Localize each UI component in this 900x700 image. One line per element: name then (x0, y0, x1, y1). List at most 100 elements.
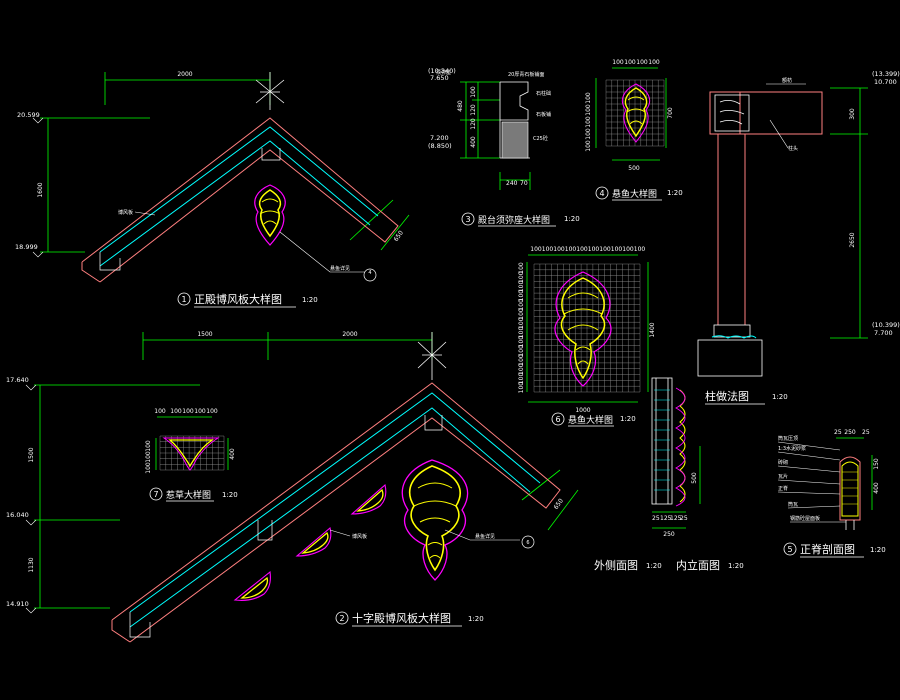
drawing-3-plinth-section: (10.340) 7.650 7.200 (8.850) 480 100 120… (428, 67, 580, 227)
drawing-number: 1 (181, 295, 186, 304)
leader-line (134, 211, 156, 216)
dim-top-1: 25 (834, 429, 842, 436)
dim-left-2: 1130 (28, 557, 35, 572)
dim-bottom-2: 70 (520, 180, 528, 187)
drawing-title: 悬鱼大样图 (612, 188, 657, 200)
dim: 100 (518, 382, 525, 394)
grid (533, 263, 641, 393)
dim: 100 (585, 140, 592, 152)
dim-right: 500 (691, 472, 698, 484)
note-column-base: 石柱础 (536, 90, 551, 97)
dim: 100 (648, 59, 660, 66)
elevation-marker (25, 607, 37, 614)
dim: 100 (518, 326, 525, 338)
dim: 100 (518, 336, 525, 348)
leader-line (769, 119, 789, 149)
grid-dims-top: 100 100 100 100 (612, 59, 660, 66)
note-board: 博风板 (118, 209, 133, 216)
drawing-number: 2 (339, 614, 344, 623)
dim-right-2: 400 (873, 482, 880, 494)
leader-line (329, 529, 351, 537)
elevation-views: 500 25 125 125 25 250 外侧面图 1:20 内立面图 1:2… (594, 377, 744, 572)
dim: 100 (576, 246, 588, 253)
dim-1: 480 (457, 100, 464, 112)
dim: 100 (145, 462, 152, 474)
dim-bottom: 500 (628, 165, 640, 172)
note-plinth: 须弥座 (436, 69, 451, 76)
dim-3: 120 (470, 104, 477, 116)
dim: 100 (585, 92, 592, 104)
bracket-ornament (295, 527, 332, 557)
drawing-2-cross-hall-barge-board: 1500 2000 1500 1130 650 17.640 16.040 14… (6, 331, 579, 643)
grass-ornament (162, 437, 220, 471)
dim-right: 400 (229, 448, 236, 460)
elevation-bottom-2: 7.700 (874, 329, 893, 337)
dim-right: 1400 (649, 322, 656, 337)
drawing-number-circle (335, 611, 349, 625)
dimension-lines (155, 416, 229, 470)
drawing-scale: 1:20 (564, 215, 580, 223)
column-capital (713, 94, 751, 338)
drawing-title: 十字殿博风板大样图 (352, 611, 451, 625)
note: 筒瓦压顶 (778, 435, 798, 442)
note: 筒瓦 (788, 501, 798, 508)
note-fish: 悬鱼详见 (330, 265, 350, 272)
drawing-number-circle (461, 212, 475, 226)
drawing-number: 7 (153, 490, 158, 499)
note-2: 柱头 (788, 145, 798, 152)
drawing-title: 悬鱼大样图 (568, 414, 613, 426)
dim: 100 (145, 440, 152, 452)
plinth-notes: 须弥座 20厚青石板铺面 石柱础 石板铺 C25砼 (436, 69, 551, 142)
elevation-marker (25, 519, 37, 526)
dim: 100 (194, 408, 206, 415)
dim: 100 (622, 246, 634, 253)
dim-bottom-3: 125 (670, 515, 682, 522)
inner-elevation-outline (675, 387, 686, 507)
dim: 100 (588, 246, 600, 253)
grid-dims-left: 1001001001001001001001001001001001001001… (518, 262, 525, 393)
ridge-profile (839, 456, 861, 530)
reference-circle (363, 268, 377, 282)
dim-2: 2650 (849, 232, 856, 247)
note: 正脊 (778, 485, 788, 492)
dim: 100 (585, 128, 592, 140)
elevation-bottom: 7.200 (430, 134, 449, 142)
outer-elevation-scale: 1:20 (646, 562, 662, 570)
hanging-fish-ornament (254, 184, 286, 246)
drawing-number: 3 (465, 215, 470, 224)
dim-1: 300 (849, 108, 856, 120)
dim: 100 (518, 317, 525, 329)
hatch-lines (654, 389, 670, 491)
dim-right-1: 150 (873, 458, 880, 470)
axis-symbol (255, 72, 285, 110)
drawing-scale: 1:20 (302, 296, 318, 304)
dim: 100 (182, 408, 194, 415)
drawing-title: 正殿博风板大样图 (194, 292, 282, 306)
elevation-3: 14.910 (6, 600, 29, 608)
leader-line (279, 231, 365, 273)
dim-top-2: 250 (844, 429, 856, 436)
grid-dims-top: 100 100 100 100 100 (154, 408, 218, 415)
dim: 100 (518, 299, 525, 311)
reference-circle (521, 535, 535, 549)
hanging-fish-ornament (554, 271, 612, 387)
dim-left: 1600 (37, 182, 44, 197)
dimension-lines (652, 446, 701, 529)
note-board: 博风板 (352, 533, 367, 540)
drawing-scale: 1:20 (667, 189, 683, 197)
drawing-number-circle (177, 292, 191, 306)
dimension-lines (460, 81, 531, 190)
grid-dims-left: 100 100 100 100 100 (585, 92, 592, 152)
drawing-number-circle (149, 487, 163, 501)
drawing-number-circle (551, 412, 565, 426)
dim: 100 (518, 345, 525, 357)
note-stone-slab: 20厚青石板铺面 (508, 71, 544, 78)
drawing-number: 4 (599, 189, 604, 198)
dim: 100 (518, 280, 525, 292)
hanging-fish-ornament (401, 459, 468, 581)
elevation-bottom-2: (8.850) (428, 142, 452, 150)
dim-top-2: 2000 (342, 331, 357, 338)
elevation-marker (32, 117, 44, 124)
